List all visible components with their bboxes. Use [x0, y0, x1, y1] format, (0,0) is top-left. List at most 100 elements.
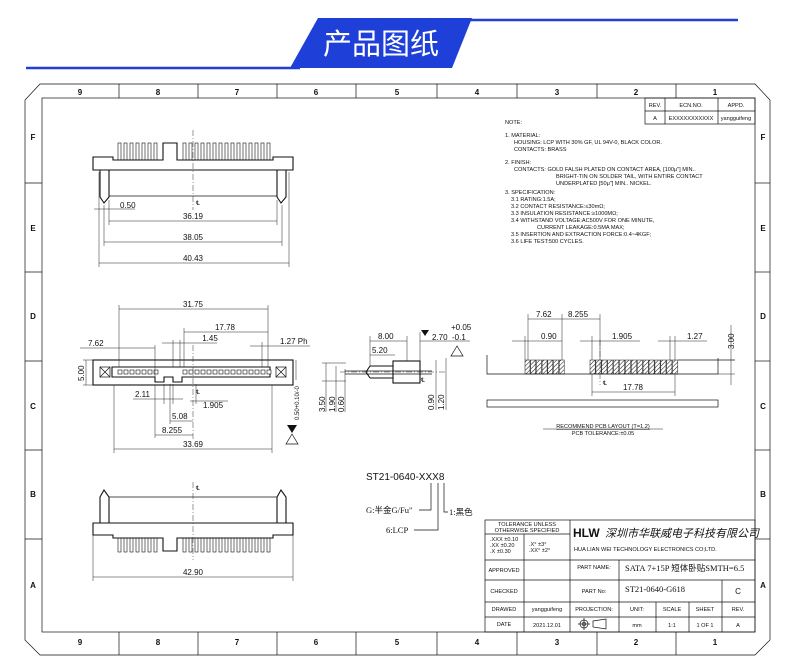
zone-row-f-right: F	[761, 133, 766, 142]
pcb-dim-8-255: 8.255	[568, 310, 589, 319]
dim-3-50: 3.50	[318, 396, 327, 412]
scale-label: SCALE	[663, 607, 682, 613]
dim-8-00: 8.00	[378, 332, 394, 341]
contact-pin	[248, 142, 253, 161]
centerline-mark: ℄	[420, 378, 425, 384]
centerline-mark: ℄	[195, 486, 200, 492]
contact-pin	[254, 369, 260, 375]
pcb-pad	[625, 359, 631, 375]
scale-value: 1:1	[668, 623, 676, 629]
contact-pin	[254, 142, 259, 161]
contact-pin	[129, 537, 134, 553]
company-logo: HLW	[573, 526, 600, 540]
dim-2-70: 2.70	[432, 333, 448, 342]
note-line: 3.6 LIFE TEST:500 CYCLES.	[511, 239, 584, 245]
inner-border	[41, 97, 756, 633]
pcb-pad	[660, 359, 667, 375]
contact-pin	[153, 369, 159, 375]
dim-0-60: 0.60	[337, 396, 346, 412]
rev-header: REV.	[649, 103, 662, 109]
dim-1-905: 1.905	[203, 401, 224, 410]
zone-col-1: 1	[713, 88, 718, 97]
contact-pin	[260, 142, 265, 161]
zone-markers	[25, 84, 770, 655]
banner-title: 产品图纸	[323, 27, 439, 61]
pcb-layout: ℄ 7.62 8.255 0.90 1.905 1.27 3.00 17.78 …	[486, 310, 736, 437]
part-code-leaders	[414, 483, 448, 531]
pcb-pad	[558, 359, 565, 375]
banner: 产品图纸	[26, 18, 738, 70]
projection-symbol-icon	[578, 618, 607, 630]
part-no-label: PART No:	[582, 589, 607, 595]
note-line: 3.3 INSULATION RESISTANCE:≥1000MΩ;	[511, 211, 618, 217]
zone-col-9: 9	[78, 88, 83, 97]
pcb-layout-caption: RECOMMEND PCB LAYOUT (T=1.2)	[556, 424, 650, 430]
zone-row-f: F	[31, 133, 36, 142]
date-label: DATE	[497, 622, 512, 628]
pcb-pad	[541, 359, 548, 375]
contact-pin	[182, 369, 188, 375]
pcb-pad	[636, 359, 643, 375]
dim-1-45: 1.45	[202, 334, 218, 343]
pcb-pad	[589, 359, 596, 375]
zone-col-5-bottom: 5	[395, 638, 400, 647]
contact-pin	[135, 537, 140, 553]
part-code-option-color: 1:黑色	[449, 507, 473, 517]
note-line: CONTACTS: GOLD FALSH PLATED ON CONTACT A…	[514, 167, 696, 173]
datum-marker-icon	[287, 425, 297, 433]
contact-pin	[141, 369, 147, 375]
note-line: 3.4 WITHSTAND VOLTAGE:AC500V FOR ONE MIN…	[511, 218, 655, 224]
zone-row-a: A	[30, 581, 36, 590]
pcb-pad	[642, 359, 649, 375]
note-line: 1. MATERIAL:	[505, 133, 541, 139]
pcb-pad	[530, 359, 536, 375]
pcb-pad	[654, 359, 661, 375]
note-line: 3.1 RATING:1.5A;	[511, 197, 556, 203]
centerline-mark: ℄	[602, 381, 607, 387]
pcb-pad	[666, 359, 673, 375]
zone-row-d-right: D	[760, 312, 766, 321]
note-line: UNDERPLATED [50μ"] MIN.. NICKEL.	[556, 181, 652, 187]
pcb-pad	[619, 359, 625, 375]
bottom-view-post-left	[99, 488, 110, 523]
contact-pin	[117, 142, 122, 161]
front-view: ℄ 31.75 17.78 1.45 7.62 1.27 Ph 5.00 2.1…	[77, 300, 310, 453]
contact-pin	[206, 369, 212, 375]
ecn-value: EXXXXXXXXXXX	[669, 116, 714, 122]
top-view-housing	[92, 142, 294, 171]
zone-col-3: 3	[555, 88, 560, 97]
zone-row-a-right: A	[760, 581, 766, 590]
contact-pin	[117, 369, 123, 375]
unit-label: UNIT:	[630, 607, 644, 613]
zone-col-8: 8	[156, 88, 161, 97]
dim-36-19: 36.19	[183, 212, 204, 221]
sheet-label: SHEET	[696, 607, 715, 613]
contact-pin	[188, 142, 193, 161]
pcb-pad	[524, 359, 531, 375]
dim-0-90: 0.90	[427, 394, 436, 410]
drawed-label: DRAWED	[492, 607, 517, 613]
zone-col-7: 7	[235, 88, 240, 97]
drawed-value: yangguifeng	[532, 607, 562, 613]
contact-pin	[129, 142, 134, 161]
zone-row-e: E	[30, 224, 36, 233]
unit-value: mm	[632, 623, 642, 629]
zone-row-e-right: E	[760, 224, 766, 233]
pcb-pad	[613, 359, 620, 375]
contact-pin	[230, 537, 235, 553]
contact-pin	[188, 537, 193, 553]
zone-col-7-bottom: 7	[235, 638, 240, 647]
ecn-header: ECN.NO.	[679, 103, 703, 109]
pcb-dim-3-00: 3.00	[727, 333, 736, 349]
dim-31-75: 31.75	[183, 300, 204, 309]
top-view-contacts	[117, 142, 271, 161]
note-line: 3. SPECIFICATION:	[505, 190, 556, 196]
zone-col-4-bottom: 4	[475, 638, 480, 647]
datum-marker-icon	[421, 330, 429, 336]
contact-pin	[212, 537, 217, 553]
contact-pin	[194, 142, 199, 161]
contact-pin	[230, 142, 235, 161]
zone-col-4: 4	[475, 88, 480, 97]
contact-pin	[182, 537, 187, 553]
